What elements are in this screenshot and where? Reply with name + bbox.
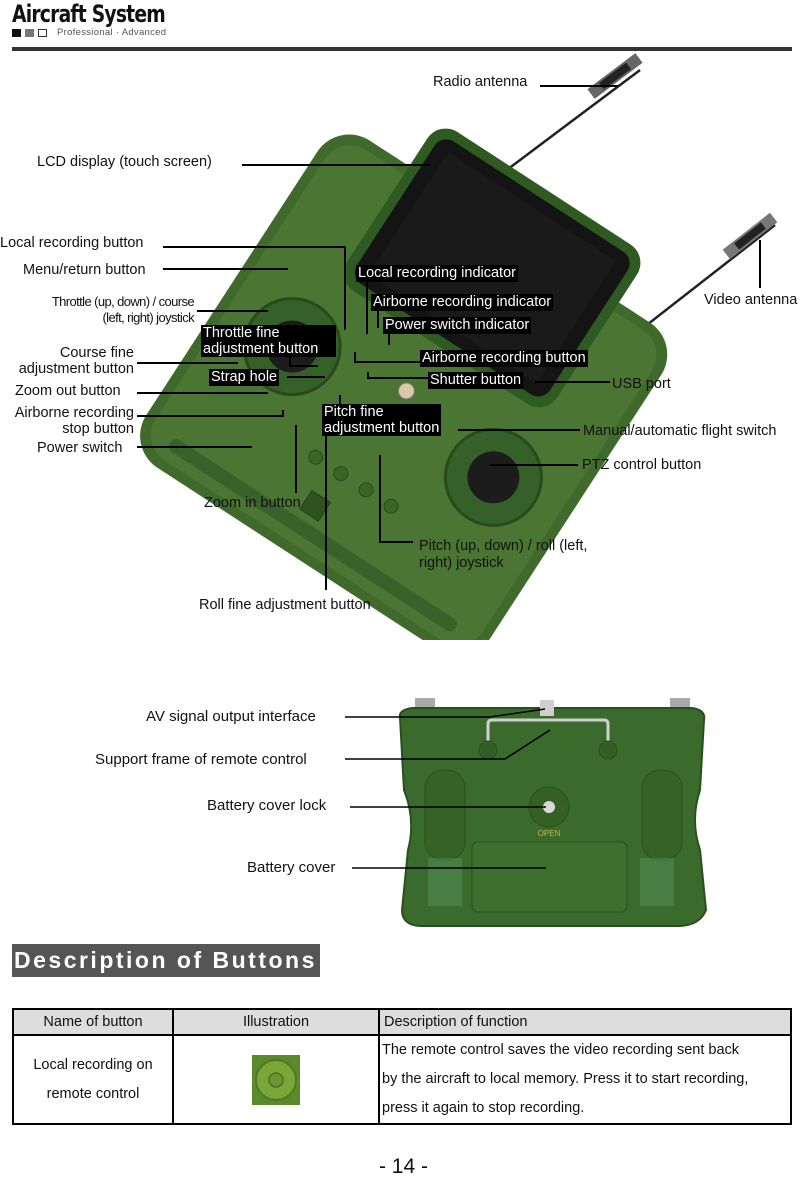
label-battery-cover-lock: Battery cover lock	[207, 797, 327, 814]
header-name: Name of button	[12, 1008, 174, 1036]
label-throttle-joystick: Throttle (up, down) / course (left, righ…	[51, 294, 195, 325]
label-usb-port: USB port	[612, 376, 671, 392]
brand-title: Aircraft System	[12, 0, 166, 28]
brand-square-black	[12, 29, 21, 37]
label-zoom-in-button: Zoom in button	[204, 495, 301, 511]
label-roll-fine-adjustment: Roll fine adjustment button	[199, 597, 371, 613]
cell-button-name: Local recording on remote control	[12, 1034, 174, 1125]
label-av-signal-output: AV signal output interface	[146, 708, 316, 725]
label-manual-automatic-switch: Manual/automatic flight switch	[583, 423, 777, 439]
label-support-frame: Support frame of remote control	[95, 751, 307, 768]
table-row: Local recording on remote control The re…	[12, 1034, 792, 1125]
label-battery-cover: Battery cover	[247, 859, 336, 876]
page-number: - 14 -	[378, 1155, 428, 1178]
label-throttle-fine-adjustment: Throttle fine adjustment button	[201, 325, 337, 357]
svg-text:OPEN: OPEN	[538, 829, 561, 838]
header-rule	[12, 47, 792, 51]
header-description: Description of function	[378, 1008, 792, 1036]
table-header-row: Name of button Illustration Description …	[12, 1008, 792, 1036]
label-power-switch-indicator: Power switch indicator	[383, 317, 532, 334]
label-airborne-recording-button: Airborne recording button	[420, 350, 588, 367]
brand-square-gray	[25, 29, 34, 37]
button-description-table: Name of button Illustration Description …	[12, 1008, 792, 1125]
label-local-recording-button: Local recording button	[0, 235, 144, 251]
green-round-button-icon	[252, 1054, 300, 1105]
label-video-antenna: Video antenna	[704, 292, 798, 308]
label-strap-hole: Strap hole	[209, 369, 280, 386]
label-radio-antenna: Radio antenna	[433, 74, 528, 90]
section-title: Description of Buttons	[12, 944, 320, 977]
label-shutter-button: Shutter button	[428, 372, 524, 389]
remote-control-back-illustration: OPEN	[345, 698, 708, 927]
label-menu-return-button: Menu/return button	[23, 262, 146, 278]
label-airborne-recording-indicator: Airborne recording indicator	[371, 294, 554, 311]
label-pitch-fine-adjustment: Pitch fine adjustment button	[322, 404, 442, 436]
header-illustration: Illustration	[172, 1008, 380, 1036]
label-lcd-display: LCD display (touch screen)	[37, 154, 212, 170]
label-local-recording-indicator: Local recording indicator	[356, 265, 518, 282]
label-zoom-out-button: Zoom out button	[15, 383, 121, 399]
brand-tagline: Professional · Advanced	[57, 27, 167, 38]
label-course-fine-adjustment: Course fine adjustment button	[18, 345, 134, 377]
label-power-switch: Power switch	[37, 440, 123, 456]
label-ptz-control-button: PTZ control button	[582, 457, 702, 473]
label-airborne-recording-stop: Airborne recording stop button	[14, 405, 134, 437]
cell-illustration	[172, 1034, 380, 1125]
cell-description: The remote control saves the video recor…	[378, 1034, 792, 1125]
label-pitch-roll-joystick: Pitch (up, down) / roll (left, right) jo…	[419, 538, 588, 571]
brand-square-white	[38, 29, 47, 37]
